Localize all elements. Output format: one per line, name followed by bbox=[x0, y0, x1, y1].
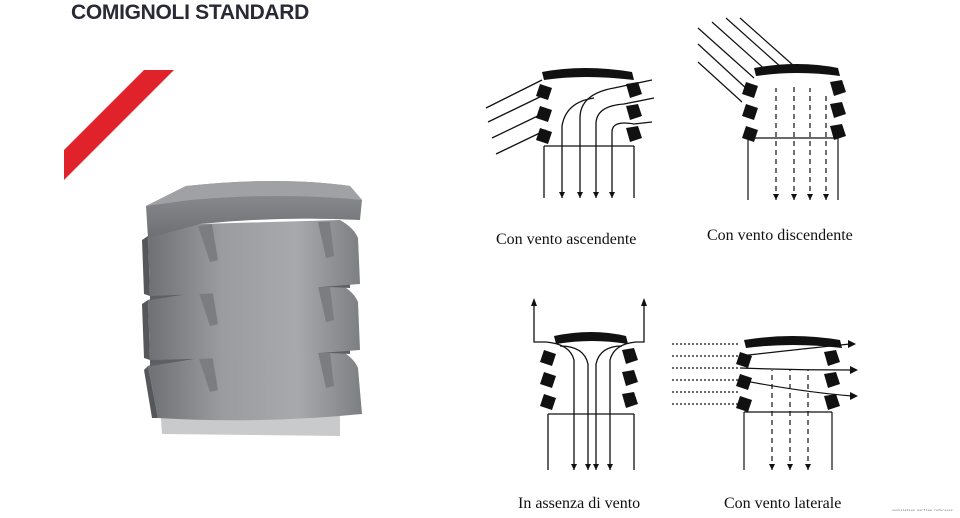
diagram-ascending-wind bbox=[484, 58, 674, 218]
caption-no-wind: In assenza di vento bbox=[518, 495, 641, 512]
caption-lateral-wind: Con vento laterale bbox=[724, 495, 842, 512]
novita-banner bbox=[64, 70, 174, 180]
airflow-no-wind-drawing bbox=[531, 298, 647, 470]
diagram-descending-wind bbox=[697, 17, 878, 208]
airflow-ascending-drawing bbox=[485, 68, 655, 198]
diagram-lateral-wind bbox=[672, 330, 868, 480]
airflow-lateral-drawing bbox=[672, 336, 858, 470]
caption-descending-wind: Con vento discendente bbox=[707, 227, 853, 244]
chimney-cowl-illustration bbox=[142, 181, 362, 436]
page-title: COMIGNOLI STANDARD bbox=[71, 1, 310, 24]
diagram-no-wind bbox=[526, 294, 652, 474]
footnote: ventilation airflow reference bbox=[892, 509, 953, 512]
caption-ascending-wind: Con vento ascendente bbox=[496, 231, 637, 248]
airflow-descending-drawing bbox=[697, 17, 846, 200]
